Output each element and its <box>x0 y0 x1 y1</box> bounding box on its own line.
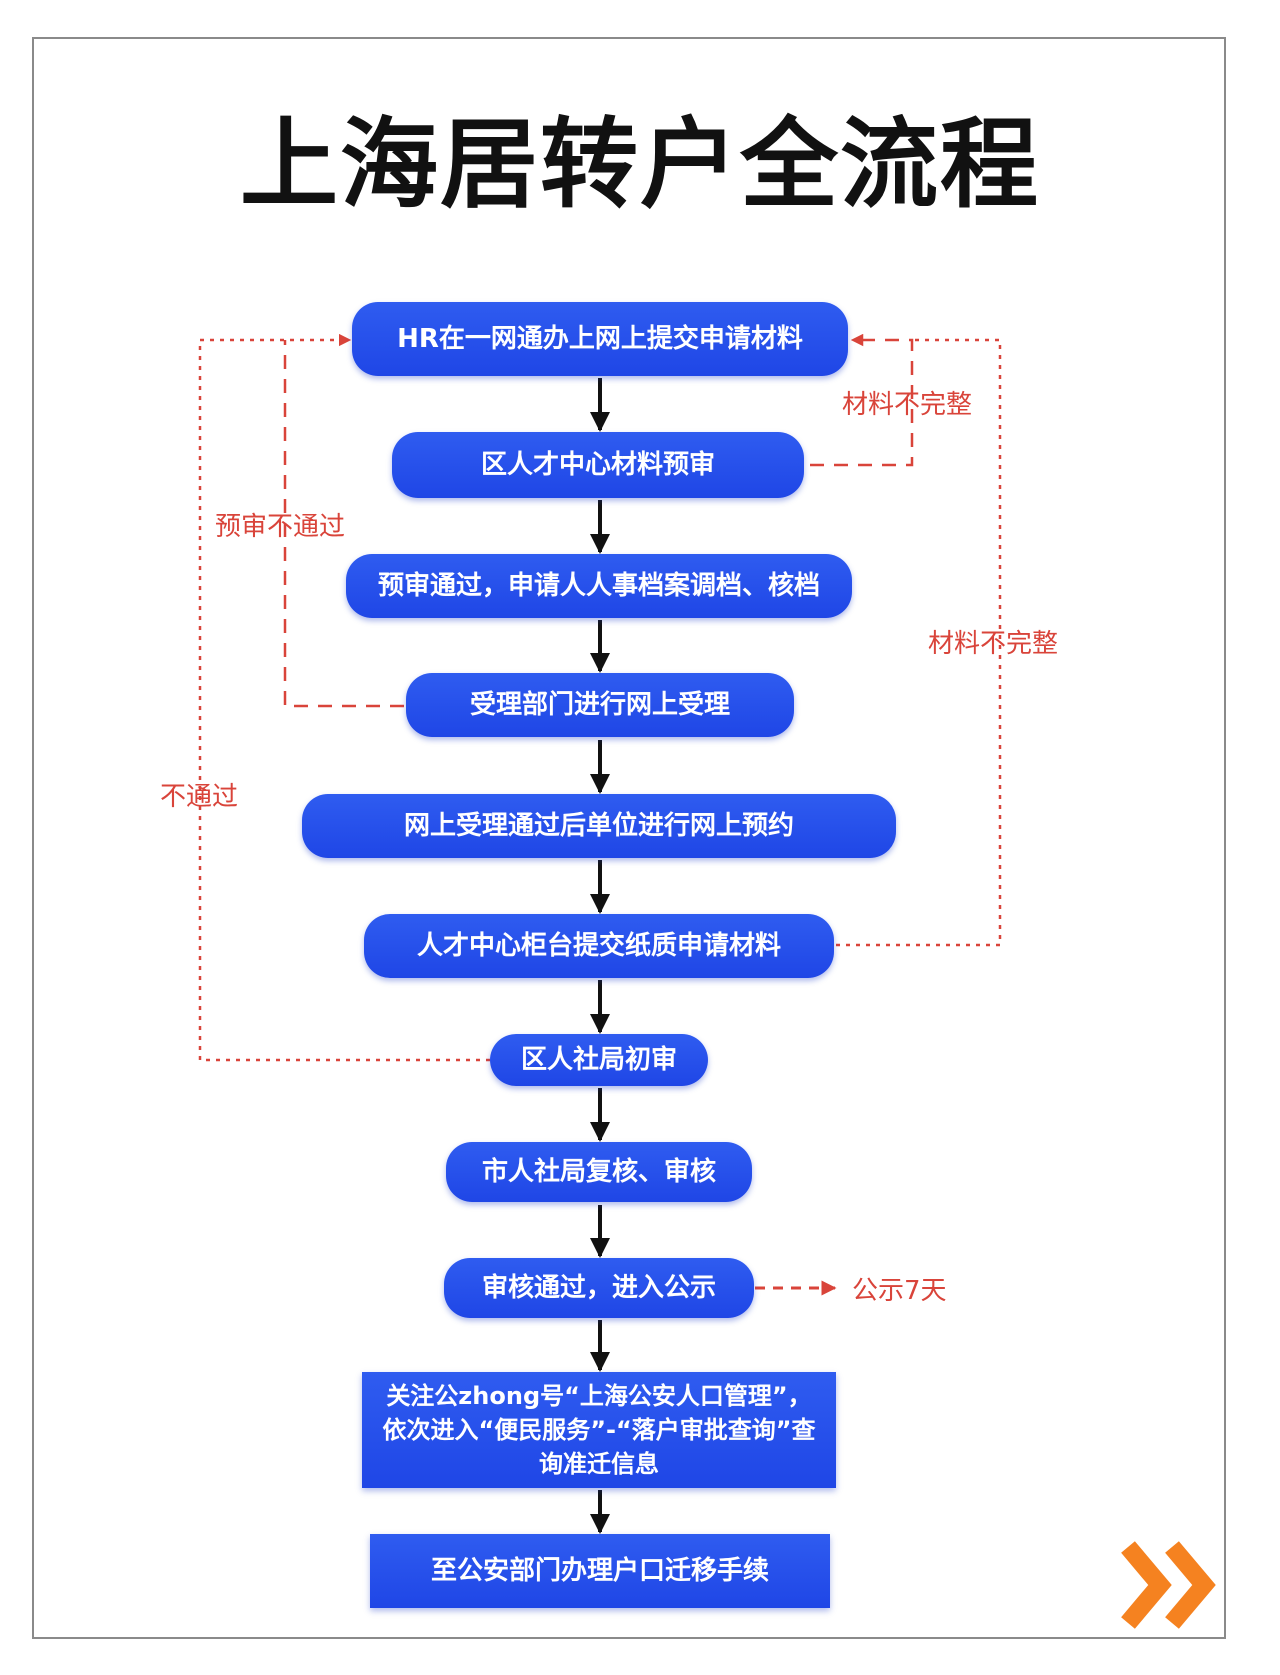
label-fail: 不通过 <box>160 782 239 812</box>
page-title: 上海居转户全流程 <box>239 108 1040 222</box>
label-publicity-7-days: 公示7天 <box>852 1276 947 1306</box>
step-city-review: 市人社局复核、审核 <box>446 1142 752 1202</box>
step-district-initial-review: 区人社局初审 <box>490 1034 708 1086</box>
step-online-acceptance: 受理部门进行网上受理 <box>406 673 794 737</box>
step-publicity: 审核通过，进入公示 <box>444 1258 754 1318</box>
feedback-loop-fail <box>198 333 490 1062</box>
step-paper-submission: 人才中心柜台提交纸质申请材料 <box>364 914 834 978</box>
step-hr-submit: HR在一网通办上网上提交申请材料 <box>352 302 848 376</box>
step-district-pre-review: 区人才中心材料预审 <box>392 432 804 498</box>
label-pre-review-fail: 预审不通过 <box>215 512 346 542</box>
feedback-loop-incomplete-2 <box>836 338 1002 947</box>
feedback-loop-incomplete-1 <box>810 333 914 467</box>
double-chevron-right-icon[interactable] <box>1120 1535 1230 1635</box>
feedback-loop-pre-review <box>283 340 404 708</box>
step-query-migration-info: 关注公zhong号“上海公安人口管理”，依次进入“便民服务”-“落户审批查询”查… <box>362 1372 836 1488</box>
step-online-appointment: 网上受理通过后单位进行网上预约 <box>302 794 896 858</box>
step-archive-check: 预审通过，申请人人事档案调档、核档 <box>346 554 852 618</box>
step-household-transfer: 至公安部门办理户口迁移手续 <box>370 1534 830 1608</box>
label-incomplete-1: 材料不完整 <box>842 390 973 420</box>
label-incomplete-2: 材料不完整 <box>928 629 1059 659</box>
